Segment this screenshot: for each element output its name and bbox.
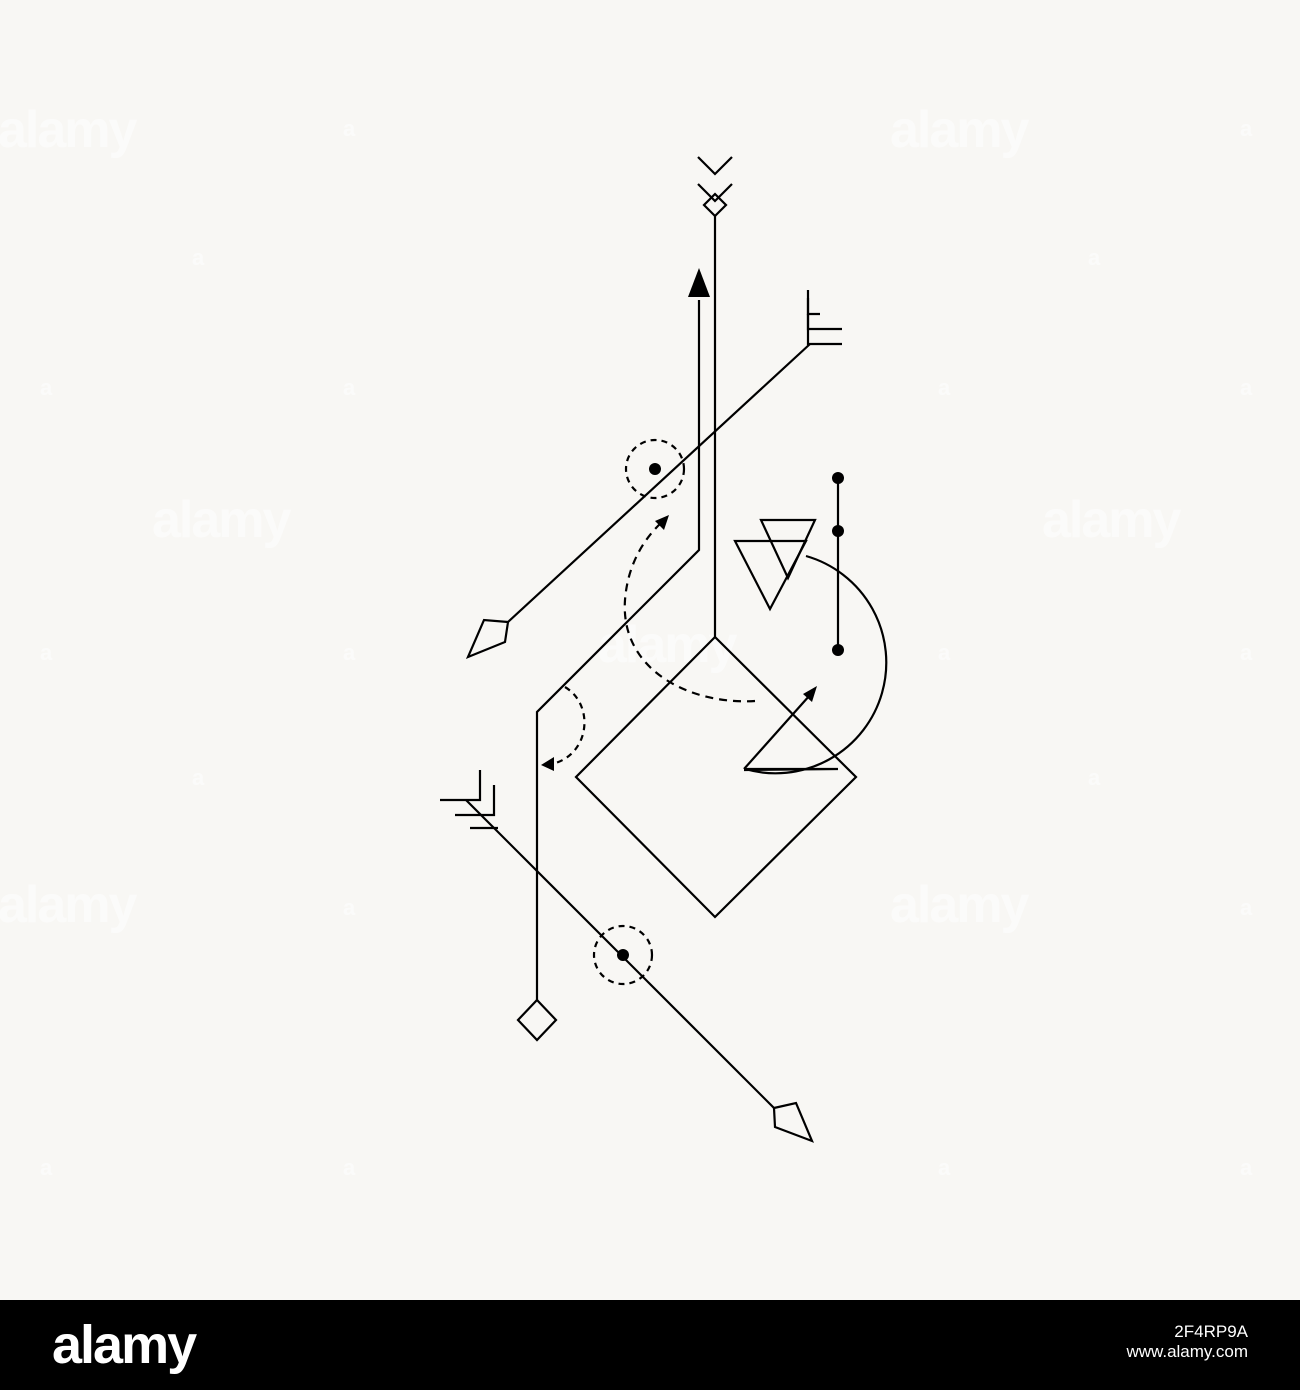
watermark-mark: a [40,1155,53,1180]
watermark-mark: a [1240,116,1253,141]
small-angled-arrow [743,686,839,772]
double-triangle-icon [733,518,817,612]
lower-target-circle [592,924,654,986]
watermark-mark: a [938,1155,951,1180]
watermark-text: alamy [890,876,1029,934]
watermark-mark: a [40,375,53,400]
watermark-mark: a [343,640,356,665]
image-id-block: 2F4RP9A www.alamy.com [1126,1322,1248,1362]
watermark-mark: a [1240,1155,1253,1180]
watermark-mark: a [192,765,205,790]
watermark-mark: a [1240,895,1253,920]
up-arrow-icon [535,268,710,1000]
half-circle-arc [744,554,888,775]
watermark-text: alamy [0,101,137,159]
large-diamond-shape [574,635,858,919]
watermark-mark: a [192,245,205,270]
watermark-mark: a [343,895,356,920]
watermark-text: alamy [1042,491,1181,549]
small-diamond-icon [516,998,558,1042]
watermark-mark: a [343,375,356,400]
upper-target-circle [624,438,686,500]
alamy-logo: alamy [52,1315,197,1375]
watermark-mark: a [1088,765,1101,790]
small-dashed-curve-arrow [541,686,586,771]
watermark-mark: a [343,1155,356,1180]
watermark-mark: a [938,375,951,400]
watermark-mark: a [1088,245,1101,270]
site-url: www.alamy.com [1126,1342,1248,1361]
watermark-mark: a [40,640,53,665]
watermark-text: alamy [0,876,137,934]
watermark-mark: a [938,640,951,665]
watermark-mark: a [343,116,356,141]
top-chevrons-icon [697,156,733,218]
watermark-footer-bar: alamy 2F4RP9A www.alamy.com [0,1300,1300,1390]
three-dot-line [832,472,844,656]
watermark-text: alamy [152,491,291,549]
geometric-tattoo-artwork [440,156,888,1143]
watermark-text: alamy [890,101,1029,159]
watermark-mark: a [1240,375,1253,400]
dashed-curve-arrow [623,515,756,703]
watermark-mark: a [1240,640,1253,665]
upper-diagonal-arrow [465,290,842,660]
image-id: 2F4RP9A [1174,1322,1248,1341]
